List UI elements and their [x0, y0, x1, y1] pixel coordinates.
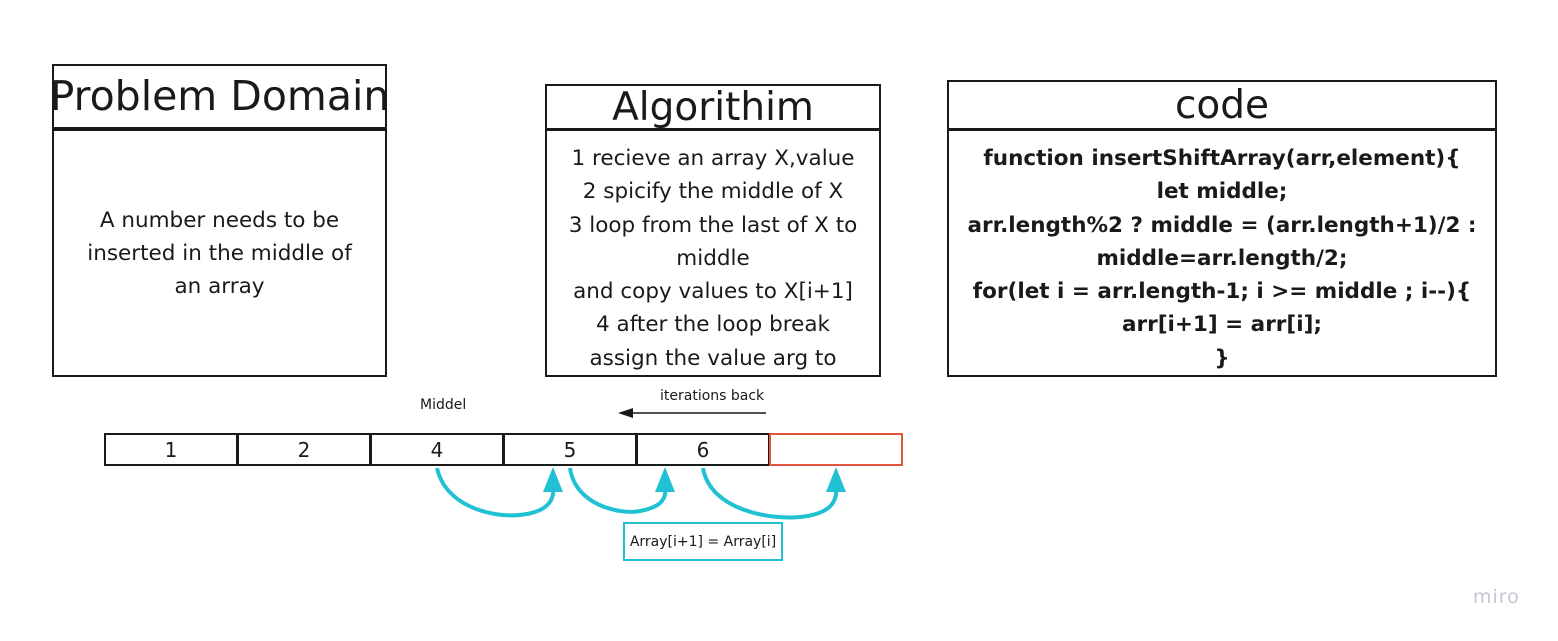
iterations-label: iterations back — [660, 388, 765, 404]
problem-domain-line: A number needs to be — [99, 207, 340, 233]
array-cell: 2 — [237, 433, 371, 466]
code-line: let middle; — [1156, 179, 1288, 205]
code-line: function insertShiftArray(arr,element){ — [983, 146, 1461, 171]
problem-domain-line: an array — [174, 273, 265, 299]
code-line: } — [1214, 345, 1230, 371]
copy-arrow-5-to-6 — [568, 467, 668, 514]
code-line: for(let i = arr.length-1; i >= middle ; … — [972, 279, 1472, 305]
problem-domain-title: Problem Domain — [50, 64, 389, 129]
empty-array-cell — [769, 433, 903, 466]
iterations-arrowhead — [618, 408, 633, 418]
copy-arrowhead — [655, 467, 675, 492]
assignment-note: Array[i+1] = Array[i] — [623, 522, 783, 561]
algorithm-line: 2 spicify the middle of X — [582, 179, 844, 205]
algorithm-line: 1 recieve an array X,value — [571, 146, 855, 171]
algorithm-line: middle — [676, 245, 750, 271]
array-cell: 4 — [370, 433, 504, 466]
copy-arrow-6-to-empty — [701, 467, 839, 520]
copy-arrowhead — [826, 467, 846, 492]
middle-label: Middel — [420, 397, 467, 413]
algorithm-line: 4 after the loop break — [596, 312, 830, 338]
code-title: code — [947, 80, 1497, 130]
array-cell: 6 — [636, 433, 770, 466]
copy-arrowhead — [543, 467, 563, 492]
algorithm-body: 1 recieve an array X,value 2 spicify the… — [545, 129, 881, 377]
algorithm-line: and copy values to X[i+1] — [573, 279, 853, 305]
problem-domain-body: A number needs to be inserted in the mid… — [52, 129, 387, 377]
array-cell: 1 — [104, 433, 238, 466]
copy-arrow-4-to-5 — [435, 467, 556, 518]
code-body: function insertShiftArray(arr,element){ … — [947, 129, 1497, 377]
code-line: middle=arr.length/2; — [1096, 245, 1348, 271]
miro-watermark: miro — [1473, 586, 1520, 608]
problem-domain-line: inserted in the middle of — [87, 240, 352, 266]
algorithm-line: assign the value arg to — [589, 345, 837, 371]
algorithm-line: 3 loop from the last of X to — [568, 212, 858, 238]
array-cell: 5 — [503, 433, 637, 466]
code-line: arr[i+1] = arr[i]; — [1121, 312, 1323, 338]
code-line: arr.length%2 ? middle = (arr.length+1)/2… — [967, 212, 1477, 238]
